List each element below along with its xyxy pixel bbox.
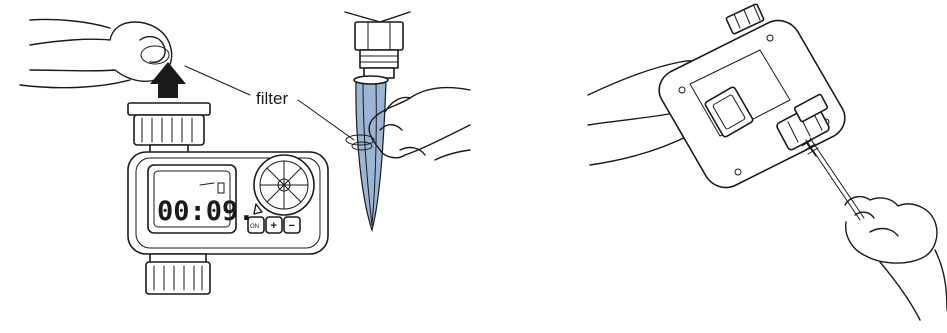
program-dial[interactable] — [253, 154, 315, 216]
button-minus-label: − — [289, 220, 295, 232]
button-plus[interactable]: + — [265, 216, 283, 234]
filter-mesh — [353, 75, 389, 233]
filter-label: filter — [256, 89, 288, 108]
timer-outlet-connector — [145, 253, 211, 295]
button-on-label: ON — [250, 224, 259, 230]
timer-inlet-connector — [127, 102, 211, 156]
dial-pointer-icon — [253, 203, 263, 215]
button-minus[interactable]: − — [283, 216, 301, 234]
cleaning-brush-icon — [801, 137, 865, 221]
middle-hand — [345, 86, 471, 161]
button-plus-label: + — [271, 220, 277, 232]
left-hand — [19, 18, 173, 89]
filter-callout: filter — [184, 65, 355, 141]
lcd-time-readout: 00:09. — [157, 196, 255, 227]
right-top-connector — [725, 3, 765, 35]
right-inlet-nut — [776, 93, 830, 151]
button-on[interactable]: ON — [247, 216, 265, 234]
lcd-display: 00:09. — [157, 182, 255, 227]
right-hand-lower — [844, 195, 947, 321]
lift-arrow — [150, 62, 186, 98]
fitting-nut — [344, 11, 411, 79]
